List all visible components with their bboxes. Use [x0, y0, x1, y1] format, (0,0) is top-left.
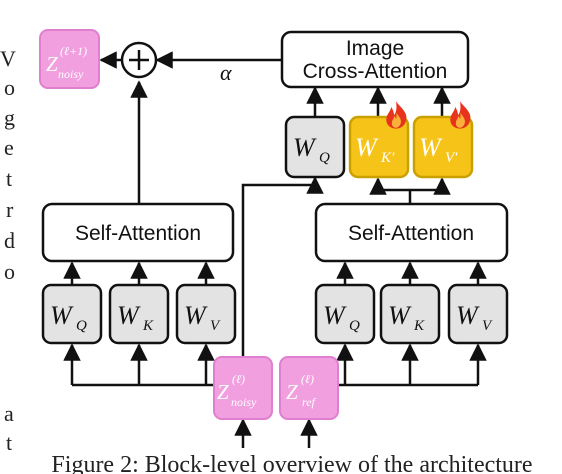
output-z-sub: noisy — [58, 67, 84, 81]
flame-icon — [386, 101, 407, 129]
z-noisy-base: Z — [217, 380, 229, 404]
sum-node — [120, 41, 158, 79]
figure-caption: Figure 2: Block-level overview of the ar… — [51, 452, 532, 474]
output-z-box: Z (ℓ+1) noisy — [39, 29, 100, 89]
arrow-noisy-to-wq — [241, 176, 324, 357]
z-ref-box: Z (ℓ) ref — [279, 356, 339, 420]
z-ref-base: Z — [286, 380, 298, 404]
wv-prime-base: W — [419, 133, 443, 162]
left-wk-box: W K — [108, 283, 170, 345]
margin-char: t — [6, 430, 13, 455]
left-wq-sub: Q — [76, 318, 87, 334]
left-wv-sub: V — [210, 318, 221, 334]
flame-icon — [450, 101, 471, 129]
alpha-label: α — [220, 60, 232, 85]
wk-prime-sub: K′ — [380, 150, 395, 166]
cross-wq-base: W — [293, 133, 317, 162]
margin-char: t — [6, 166, 13, 191]
right-wv-base: W — [456, 301, 480, 330]
self-attention-right-box: Self-Attention — [314, 202, 509, 263]
margin-char: r — [6, 197, 14, 222]
margin-char: d — [4, 228, 15, 253]
left-wk-sub: K — [142, 318, 154, 334]
margin-char: V — [0, 46, 16, 71]
right-wq-box: W Q — [314, 283, 376, 345]
image-cross-attention-box: Image Cross-Attention — [280, 30, 470, 89]
z-ref-sup: (ℓ) — [301, 372, 314, 386]
wv-prime-box: W V′ — [412, 101, 474, 179]
wk-prime-box: W K′ — [348, 101, 410, 179]
left-wv-box: W V — [175, 283, 237, 345]
left-wq-base: W — [50, 301, 74, 330]
wk-prime-base: W — [355, 133, 379, 162]
left-wv-base: W — [184, 301, 208, 330]
z-noisy-sup: (ℓ) — [232, 372, 245, 386]
output-z-base: Z — [46, 52, 58, 76]
right-wv-box: W V — [447, 283, 509, 345]
connectors — [63, 51, 487, 448]
margin-char: a — [4, 401, 14, 426]
left-wq-box: W Q — [41, 283, 103, 345]
right-wq-sub: Q — [349, 318, 360, 334]
self-attention-right-label: Self-Attention — [348, 222, 474, 245]
z-ref-sub: ref — [302, 395, 317, 409]
right-wq-base: W — [323, 301, 347, 330]
margin-char: o — [4, 259, 15, 284]
right-wk-sub: K — [413, 318, 425, 334]
right-wv-sub: V — [482, 318, 493, 334]
self-attention-left-label: Self-Attention — [75, 222, 201, 245]
right-wk-box: W K — [379, 283, 441, 345]
output-z-sup: (ℓ+1) — [60, 44, 87, 58]
cross-attention-line1: Image — [346, 37, 404, 60]
z-noisy-box: Z (ℓ) noisy — [213, 356, 273, 420]
margin-char: e — [4, 135, 14, 160]
right-wk-base: W — [388, 301, 412, 330]
margin-char: g — [4, 105, 15, 130]
cross-wq-sub: Q — [319, 150, 330, 166]
cross-wq-box: W Q — [284, 115, 346, 179]
wv-prime-sub: V′ — [445, 150, 458, 166]
cross-attention-line2: Cross-Attention — [303, 60, 448, 83]
left-wk-base: W — [117, 301, 141, 330]
z-noisy-sub: noisy — [231, 395, 257, 409]
margin-char: o — [4, 75, 15, 100]
self-attention-left-box: Self-Attention — [41, 202, 235, 263]
